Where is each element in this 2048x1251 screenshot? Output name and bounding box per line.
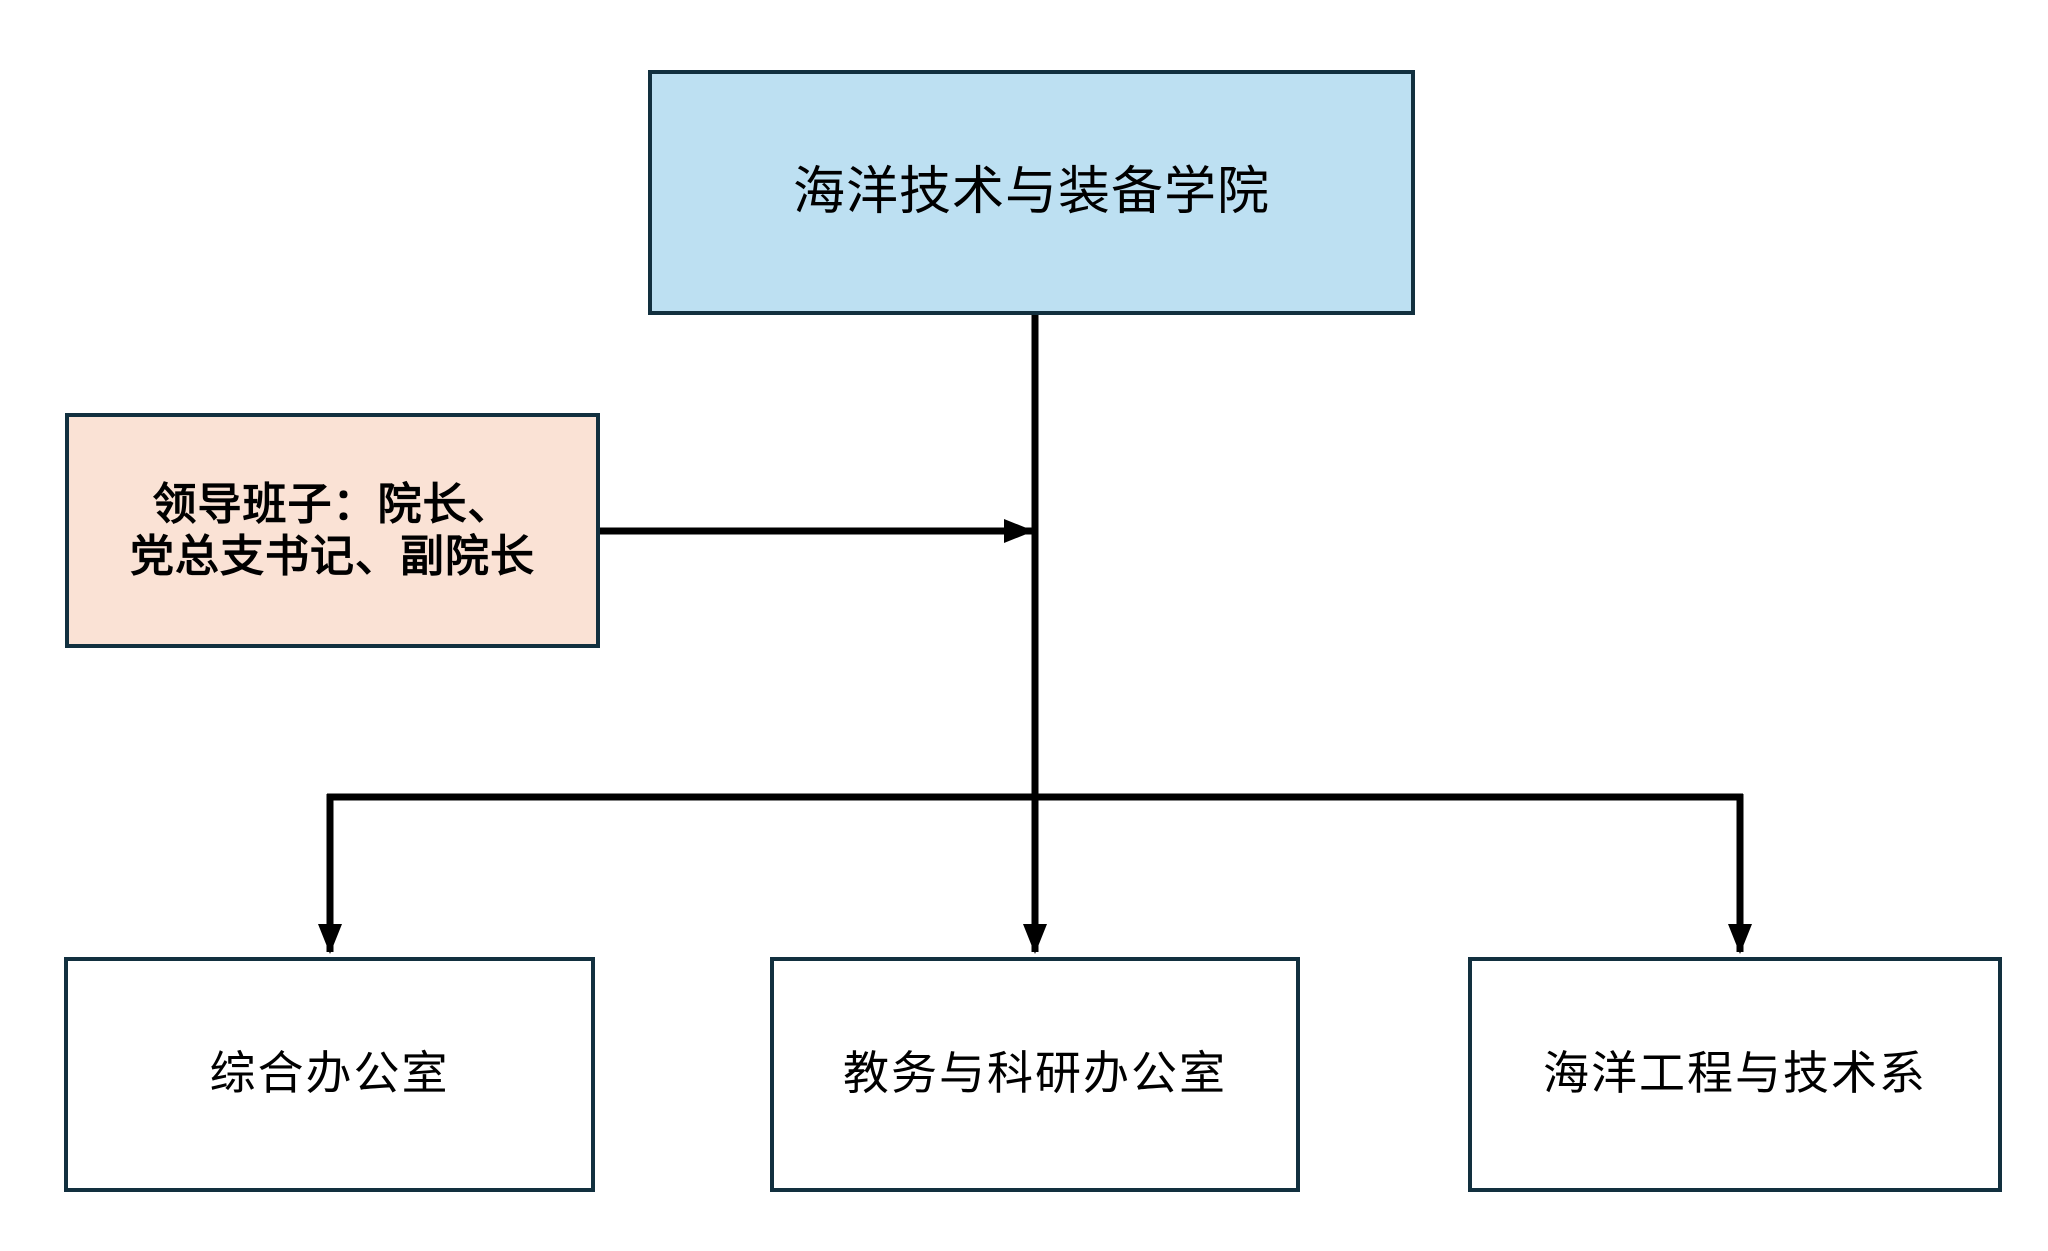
org-node-leadership[interactable]: 领导班子：院长、 党总支书记、副院长 [65, 413, 600, 648]
org-node-label: 海洋技术与装备学院 [792, 163, 1270, 221]
org-node-label: 教务与科研办公室 [843, 1048, 1227, 1100]
org-node-label: 综合办公室 [209, 1048, 450, 1100]
org-node-unit-general-office[interactable]: 综合办公室 [64, 957, 595, 1192]
org-node-unit-academic-research-office[interactable]: 教务与科研办公室 [770, 957, 1300, 1192]
org-node-college-root[interactable]: 海洋技术与装备学院 [648, 70, 1415, 315]
org-node-label: 海洋工程与技术系 [1543, 1048, 1927, 1100]
org-node-label: 领导班子：院长、 党总支书记、副院长 [130, 479, 535, 581]
org-node-unit-marine-engineering-dept[interactable]: 海洋工程与技术系 [1468, 957, 2002, 1192]
